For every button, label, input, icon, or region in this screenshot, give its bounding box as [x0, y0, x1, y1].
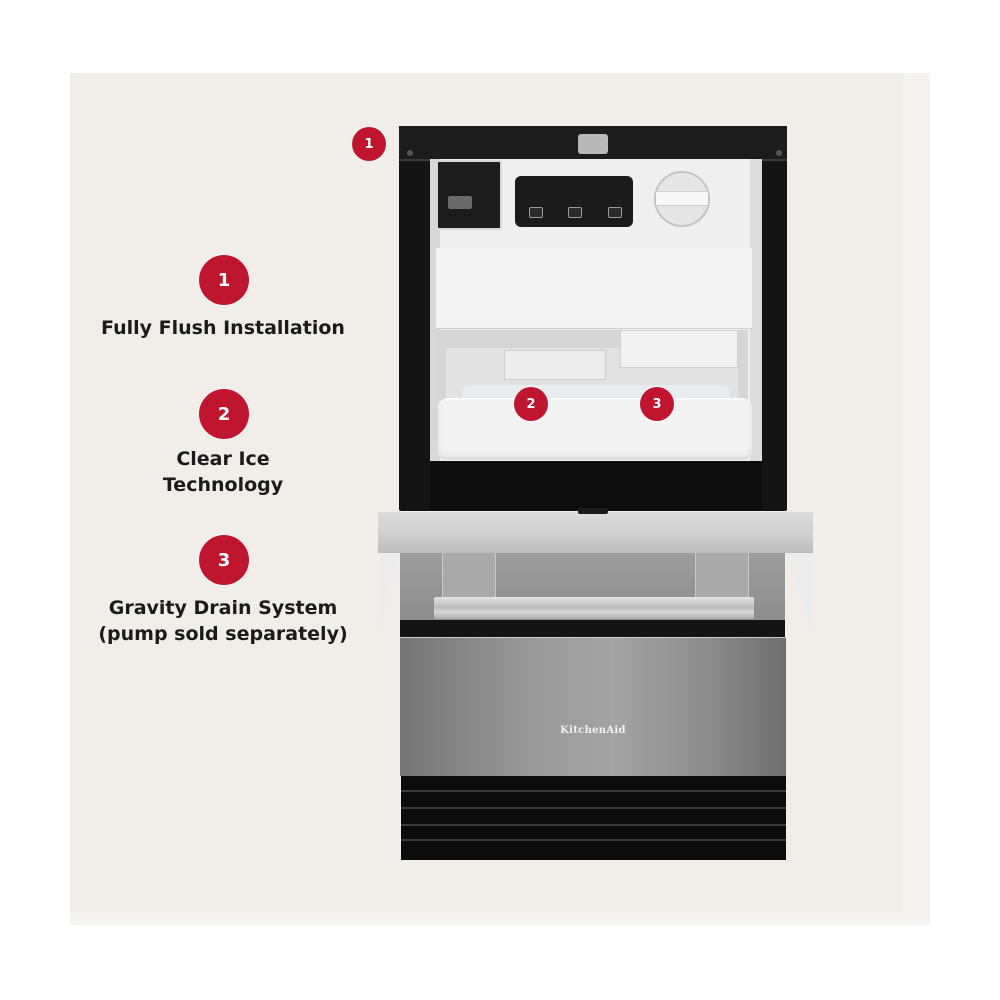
clean-button[interactable] [568, 207, 582, 218]
feature-2-label-line-2: Technology [162, 474, 284, 496]
stainless-front-panel [400, 637, 786, 776]
ice-chute-cover [620, 330, 738, 368]
brand-logo: KitchenAid [560, 725, 626, 736]
feature-1-label-line: Fully Flush Installation [101, 317, 345, 339]
feature-2-label: Clear Ice Technology [70, 446, 376, 498]
vent-slat [401, 807, 786, 809]
feature-3-badge: 3 [199, 535, 249, 585]
vent-slat [401, 824, 786, 826]
feature-1-badge: 1 [199, 255, 249, 305]
screw-icon [776, 150, 782, 156]
ice-bin[interactable] [438, 398, 752, 460]
door-side-left [378, 553, 400, 635]
evaporator-cover [436, 248, 752, 329]
callout-3-badge: 3 [640, 387, 674, 421]
feature-1-label: Fully Flush Installation [70, 315, 376, 341]
door-hinge-right [695, 553, 749, 598]
door-hinge-left [442, 553, 496, 598]
knob-grip [656, 191, 708, 206]
feature-3-label-line-1: Gravity Drain System [108, 597, 338, 619]
callout-1-badge: 1 [352, 127, 386, 161]
door-gap [400, 620, 785, 638]
vent-slat [401, 790, 786, 792]
ice-scoop[interactable] [504, 350, 606, 380]
door-top-edge[interactable] [378, 512, 813, 553]
power-button[interactable] [529, 207, 543, 218]
door-handle[interactable] [434, 597, 754, 619]
toe-kick-vent [401, 776, 786, 860]
control-panel [515, 176, 633, 227]
feature-3-label: Gravity Drain System (pump sold separate… [70, 595, 376, 647]
mode-button[interactable] [608, 207, 622, 218]
interior-wall-right [750, 159, 762, 461]
interior-wall-left [430, 159, 440, 461]
door-side-right [785, 553, 813, 635]
water-reservoir [436, 160, 502, 230]
callout-2-badge: 2 [514, 387, 548, 421]
reservoir-tab [448, 196, 472, 209]
feature-2-label-line-1: Clear Ice [176, 448, 270, 470]
top-badge-plate [578, 134, 608, 154]
door-latch [578, 508, 608, 514]
vent-slat [401, 839, 786, 841]
screw-icon [407, 150, 413, 156]
lower-cavity [430, 461, 762, 511]
feature-3-label-line-2: (pump sold separately) [98, 623, 348, 645]
feature-2-badge: 2 [199, 389, 249, 439]
